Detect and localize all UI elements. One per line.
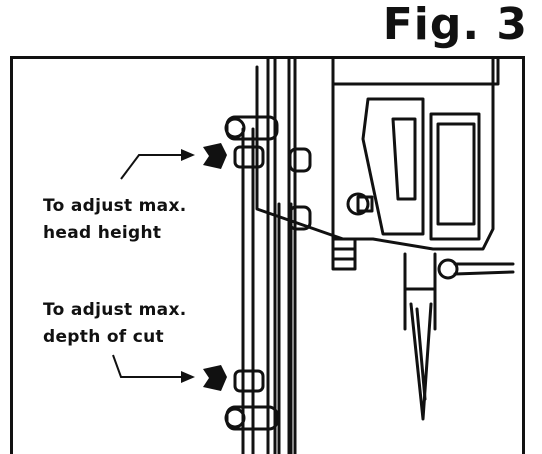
arrow-depth bbox=[112, 354, 183, 378]
star-knob-upper-icon bbox=[203, 143, 227, 169]
drill-press-illustration bbox=[112, 59, 515, 454]
arrow-head-height bbox=[120, 154, 183, 180]
depth-window bbox=[361, 97, 425, 236]
annotation-depth-line1: To adjust max. bbox=[43, 300, 187, 320]
star-knob-lower-icon bbox=[203, 365, 227, 391]
arrowhead-depth-icon bbox=[181, 371, 195, 383]
scale-plate bbox=[331, 237, 357, 271]
annotation-head-height: To adjust max. head height bbox=[43, 193, 186, 247]
annotation-depth-of-cut: To adjust max. depth of cut bbox=[43, 297, 186, 351]
annotation-head-height-line1: To adjust max. bbox=[43, 196, 187, 216]
lower-clamp bbox=[233, 369, 265, 393]
drill-head bbox=[255, 59, 495, 251]
side-panel bbox=[429, 112, 481, 241]
upper-clamp bbox=[233, 145, 265, 169]
feed-handle bbox=[453, 262, 515, 276]
drill-bit bbox=[409, 302, 433, 421]
annotation-head-height-line2: head height bbox=[43, 223, 162, 243]
bolt-upper bbox=[288, 147, 312, 173]
figure-frame: To adjust max. head height To adjust max… bbox=[10, 56, 525, 454]
head-knob bbox=[346, 192, 370, 216]
annotation-depth-line2: depth of cut bbox=[43, 327, 164, 347]
feed-handle-hub bbox=[437, 258, 459, 280]
figure-title: Fig. 3 bbox=[382, 0, 528, 50]
bolt-lower bbox=[288, 205, 312, 231]
arrowhead-head-height-icon bbox=[181, 149, 195, 161]
